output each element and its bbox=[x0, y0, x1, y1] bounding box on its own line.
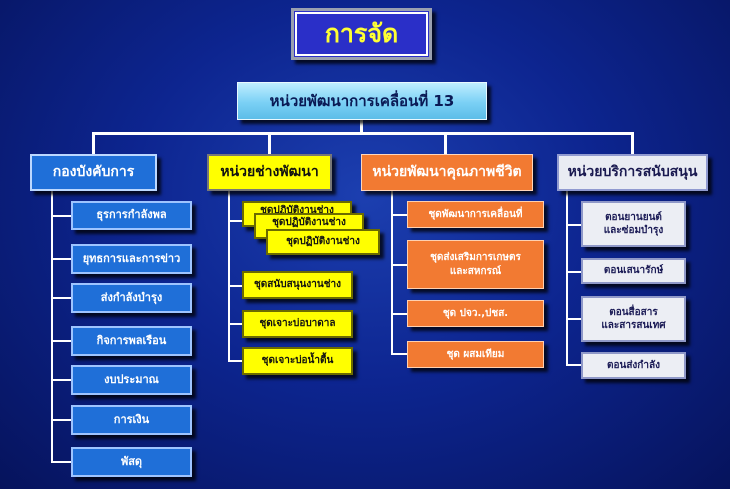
org-item-box: ตอนยานยนต์ และซ่อมบำรุง bbox=[581, 201, 686, 247]
connector-col3-tick bbox=[391, 214, 407, 216]
connector-col2-spine bbox=[228, 191, 230, 362]
connector-col3-tick bbox=[391, 264, 407, 266]
connector-col1-tick bbox=[51, 419, 71, 421]
org-item-box: ชุดเจาะบ่อบาดาล bbox=[242, 310, 353, 338]
connector-col3-spine bbox=[391, 191, 393, 355]
org-item-box-stack-front: ชุดปฏิบัติงานช่าง bbox=[266, 229, 380, 255]
org-item-box: งบประมาณ bbox=[71, 365, 192, 395]
unit-header-command: กองบังคับการ bbox=[30, 154, 157, 191]
unit-header-quality-of-life: หน่วยพัฒนาคุณภาพชีวิต bbox=[361, 154, 533, 191]
connector-col1-spine bbox=[51, 191, 53, 463]
connector-col4-tick bbox=[566, 318, 581, 320]
org-item-box: พัสดุ bbox=[71, 447, 192, 477]
org-item-box: กิจการพลเรือน bbox=[71, 326, 192, 356]
org-item-box: ชุด ผสมเทียม bbox=[407, 341, 544, 368]
unit-header-support-service: หน่วยบริการสนับสนุน bbox=[557, 154, 708, 191]
connector-main-down bbox=[360, 120, 363, 134]
connector-col2-tick bbox=[228, 360, 242, 362]
org-item-box: ส่งกำลังบำรุง bbox=[71, 283, 192, 313]
connector-col4-tick bbox=[566, 224, 581, 226]
connector-col4-tick bbox=[566, 271, 581, 273]
connector-col4-spine bbox=[566, 191, 568, 366]
connector-col2-tick bbox=[228, 220, 242, 222]
org-item-box: ตอนส่งกำลัง bbox=[581, 352, 686, 379]
chart-title: การจัด bbox=[291, 8, 432, 60]
org-item-box: ชุดเจาะบ่อน้ำตื้น bbox=[242, 347, 353, 375]
main-unit-box: หน่วยพัฒนาการเคลื่อนที่ 13 bbox=[237, 82, 487, 120]
connector-col1-tick bbox=[51, 340, 71, 342]
org-item-box: ตอนเสนารักษ์ bbox=[581, 258, 686, 284]
org-item-box: ตอนสื่อสาร และสารสนเทศ bbox=[581, 296, 686, 342]
connector-col1-tick bbox=[51, 215, 71, 217]
connector-col2-tick bbox=[228, 285, 242, 287]
connector-col3-down bbox=[444, 132, 447, 155]
connector-col3-tick bbox=[391, 313, 407, 315]
connector-col1-tick bbox=[51, 461, 71, 463]
connector-col1-tick bbox=[51, 379, 71, 381]
org-item-box: ยุทธการและการข่าว bbox=[71, 244, 192, 274]
connector-col1-tick bbox=[51, 297, 71, 299]
org-item-box: ชุดสนับสนุนงานช่าง bbox=[242, 271, 353, 299]
connector-col3-tick bbox=[391, 353, 407, 355]
org-item-box: ชุด ปจว.,ปชส. bbox=[407, 300, 544, 327]
connector-col4-tick bbox=[566, 364, 581, 366]
org-item-box: การเงิน bbox=[71, 405, 192, 435]
connector-col1-tick bbox=[51, 258, 71, 260]
org-item-box: ชุดพัฒนาการเคลื่อนที่ bbox=[407, 201, 544, 228]
unit-header-engineering: หน่วยช่างพัฒนา bbox=[207, 154, 332, 191]
connector-col2-down bbox=[268, 132, 271, 155]
connector-col1-down bbox=[92, 132, 95, 155]
org-item-box: ชุดส่งเสริมการเกษตร และสหกรณ์ bbox=[407, 240, 544, 289]
connector-horizontal-bus bbox=[92, 132, 633, 135]
org-item-box: ธุรการกำลังพล bbox=[71, 201, 192, 230]
connector-col4-down bbox=[631, 132, 634, 155]
connector-col2-tick bbox=[228, 323, 242, 325]
